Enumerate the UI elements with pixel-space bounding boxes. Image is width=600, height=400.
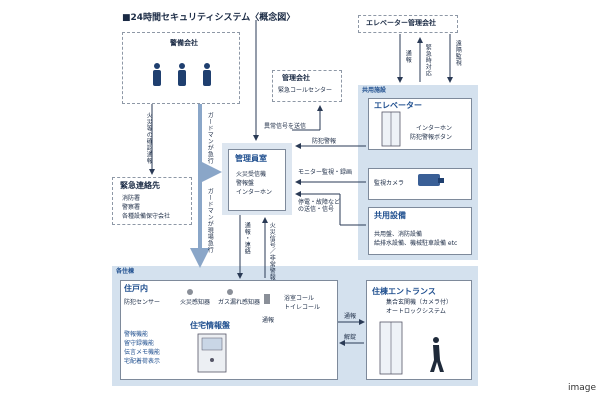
gas-detector-icon	[227, 289, 233, 295]
emergency-contacts-box	[112, 177, 192, 225]
elevator-door-icon	[381, 111, 401, 147]
edge-crime-alarm: 防犯警報	[312, 138, 337, 145]
edge-guard-dispatch-site: ガードマンが現場急行	[206, 188, 214, 253]
dwelling-box	[120, 280, 338, 380]
camera-icon	[418, 174, 444, 186]
facility-company-text: 各種設備保守会社	[122, 213, 171, 220]
elevator-item-0: インターホン	[416, 125, 453, 132]
elevator-label: エレベーター	[374, 101, 422, 110]
home-panel-label: 住宅情報盤	[190, 321, 230, 330]
edge-abnormal-signal: 異常信号を送信	[264, 123, 307, 130]
edge-alarm-small: 通報	[262, 317, 275, 324]
each-unit-label: 各住棟	[116, 268, 135, 275]
diagram-title: ■24時間セキュリティシステム〈概念図〉	[122, 13, 296, 23]
manager-item-0: 火災受信機	[236, 171, 267, 178]
emergency-contacts-label: 緊急連絡先	[120, 181, 160, 190]
management-company-label: 管理会社	[282, 74, 310, 82]
panel-feature-1: 留守録機能	[124, 340, 155, 347]
entrance-label: 住棟エントランス	[372, 287, 436, 296]
elevator-company-label: エレベーター管理会社	[366, 19, 436, 27]
call-center-text: 緊急コールセンター	[278, 87, 333, 94]
common-facilities-label: 共用施設	[362, 87, 387, 94]
manager-room-label: 管理員室	[235, 154, 267, 163]
fire-detector-icon	[187, 289, 193, 295]
panel-feature-0: 警報機能	[124, 331, 149, 338]
call-switch-icon	[264, 294, 270, 304]
person-icon	[430, 337, 444, 372]
elevator-item-1: 防犯警報ボタン	[410, 134, 453, 141]
edge-fire-abnormal: 火災信号／非常警報	[268, 222, 276, 281]
edge-signal: 通報	[344, 313, 357, 320]
management-company-box	[272, 70, 342, 102]
gas-detector-text: ガス漏れ感知器	[218, 299, 261, 306]
camera-text: 監視カメラ	[374, 180, 405, 187]
manager-room-box	[228, 149, 286, 211]
image-watermark: image	[568, 383, 597, 393]
shared-equipment-label: 共用設備	[374, 211, 406, 220]
security-company-label: 警備会社	[170, 39, 198, 47]
panel-feature-2: 伝言メモ機能	[124, 349, 161, 356]
entrance-item-0: 集合玄関機（カメラ付）	[386, 299, 453, 306]
edge-unlock: 解錠	[344, 334, 357, 341]
edge-monitor: モニター監視・録画	[298, 169, 353, 176]
shared-equipment-item-0: 共用盤、消防設備	[374, 231, 423, 238]
panel-feature-3: 宅配着荷表示	[124, 358, 161, 365]
edge-notify: 通報	[404, 50, 412, 63]
edge-alert-link: 通報・連絡	[243, 222, 251, 255]
edge-guard-dispatch: ガードマンが急行	[206, 112, 214, 164]
shared-equipment-item-1: 給排水設備、機械駐車設備 etc	[374, 240, 458, 247]
crime-sensor-text: 防犯センサー	[124, 299, 161, 306]
fire-detector-text: 火災感知器	[180, 299, 211, 306]
edge-outage-signal: 停電・故障などの送信・信号	[298, 199, 341, 214]
police-text: 警察署	[122, 204, 141, 211]
toilet-call-text: トイレコール	[284, 304, 321, 311]
bath-call-text: 浴室コール	[284, 295, 315, 302]
dwelling-label: 住戸内	[124, 284, 148, 293]
fire-dept-text: 消防署	[122, 195, 141, 202]
manager-item-2: インターホン	[236, 189, 273, 196]
entrance-item-1: オートロックシステム	[386, 308, 446, 315]
edge-confirm-alert: 火災等の確認通報	[145, 112, 153, 164]
elevator-company-box	[358, 15, 458, 33]
home-panel-device-icon	[197, 333, 227, 373]
shared-equipment-box	[368, 207, 472, 255]
manager-item-1: 警報盤	[236, 180, 255, 187]
entrance-door-icon	[379, 321, 403, 375]
edge-emergency-response: 緊急時対応	[424, 44, 432, 77]
edge-remote-monitor: 遠隔監視	[454, 40, 462, 66]
